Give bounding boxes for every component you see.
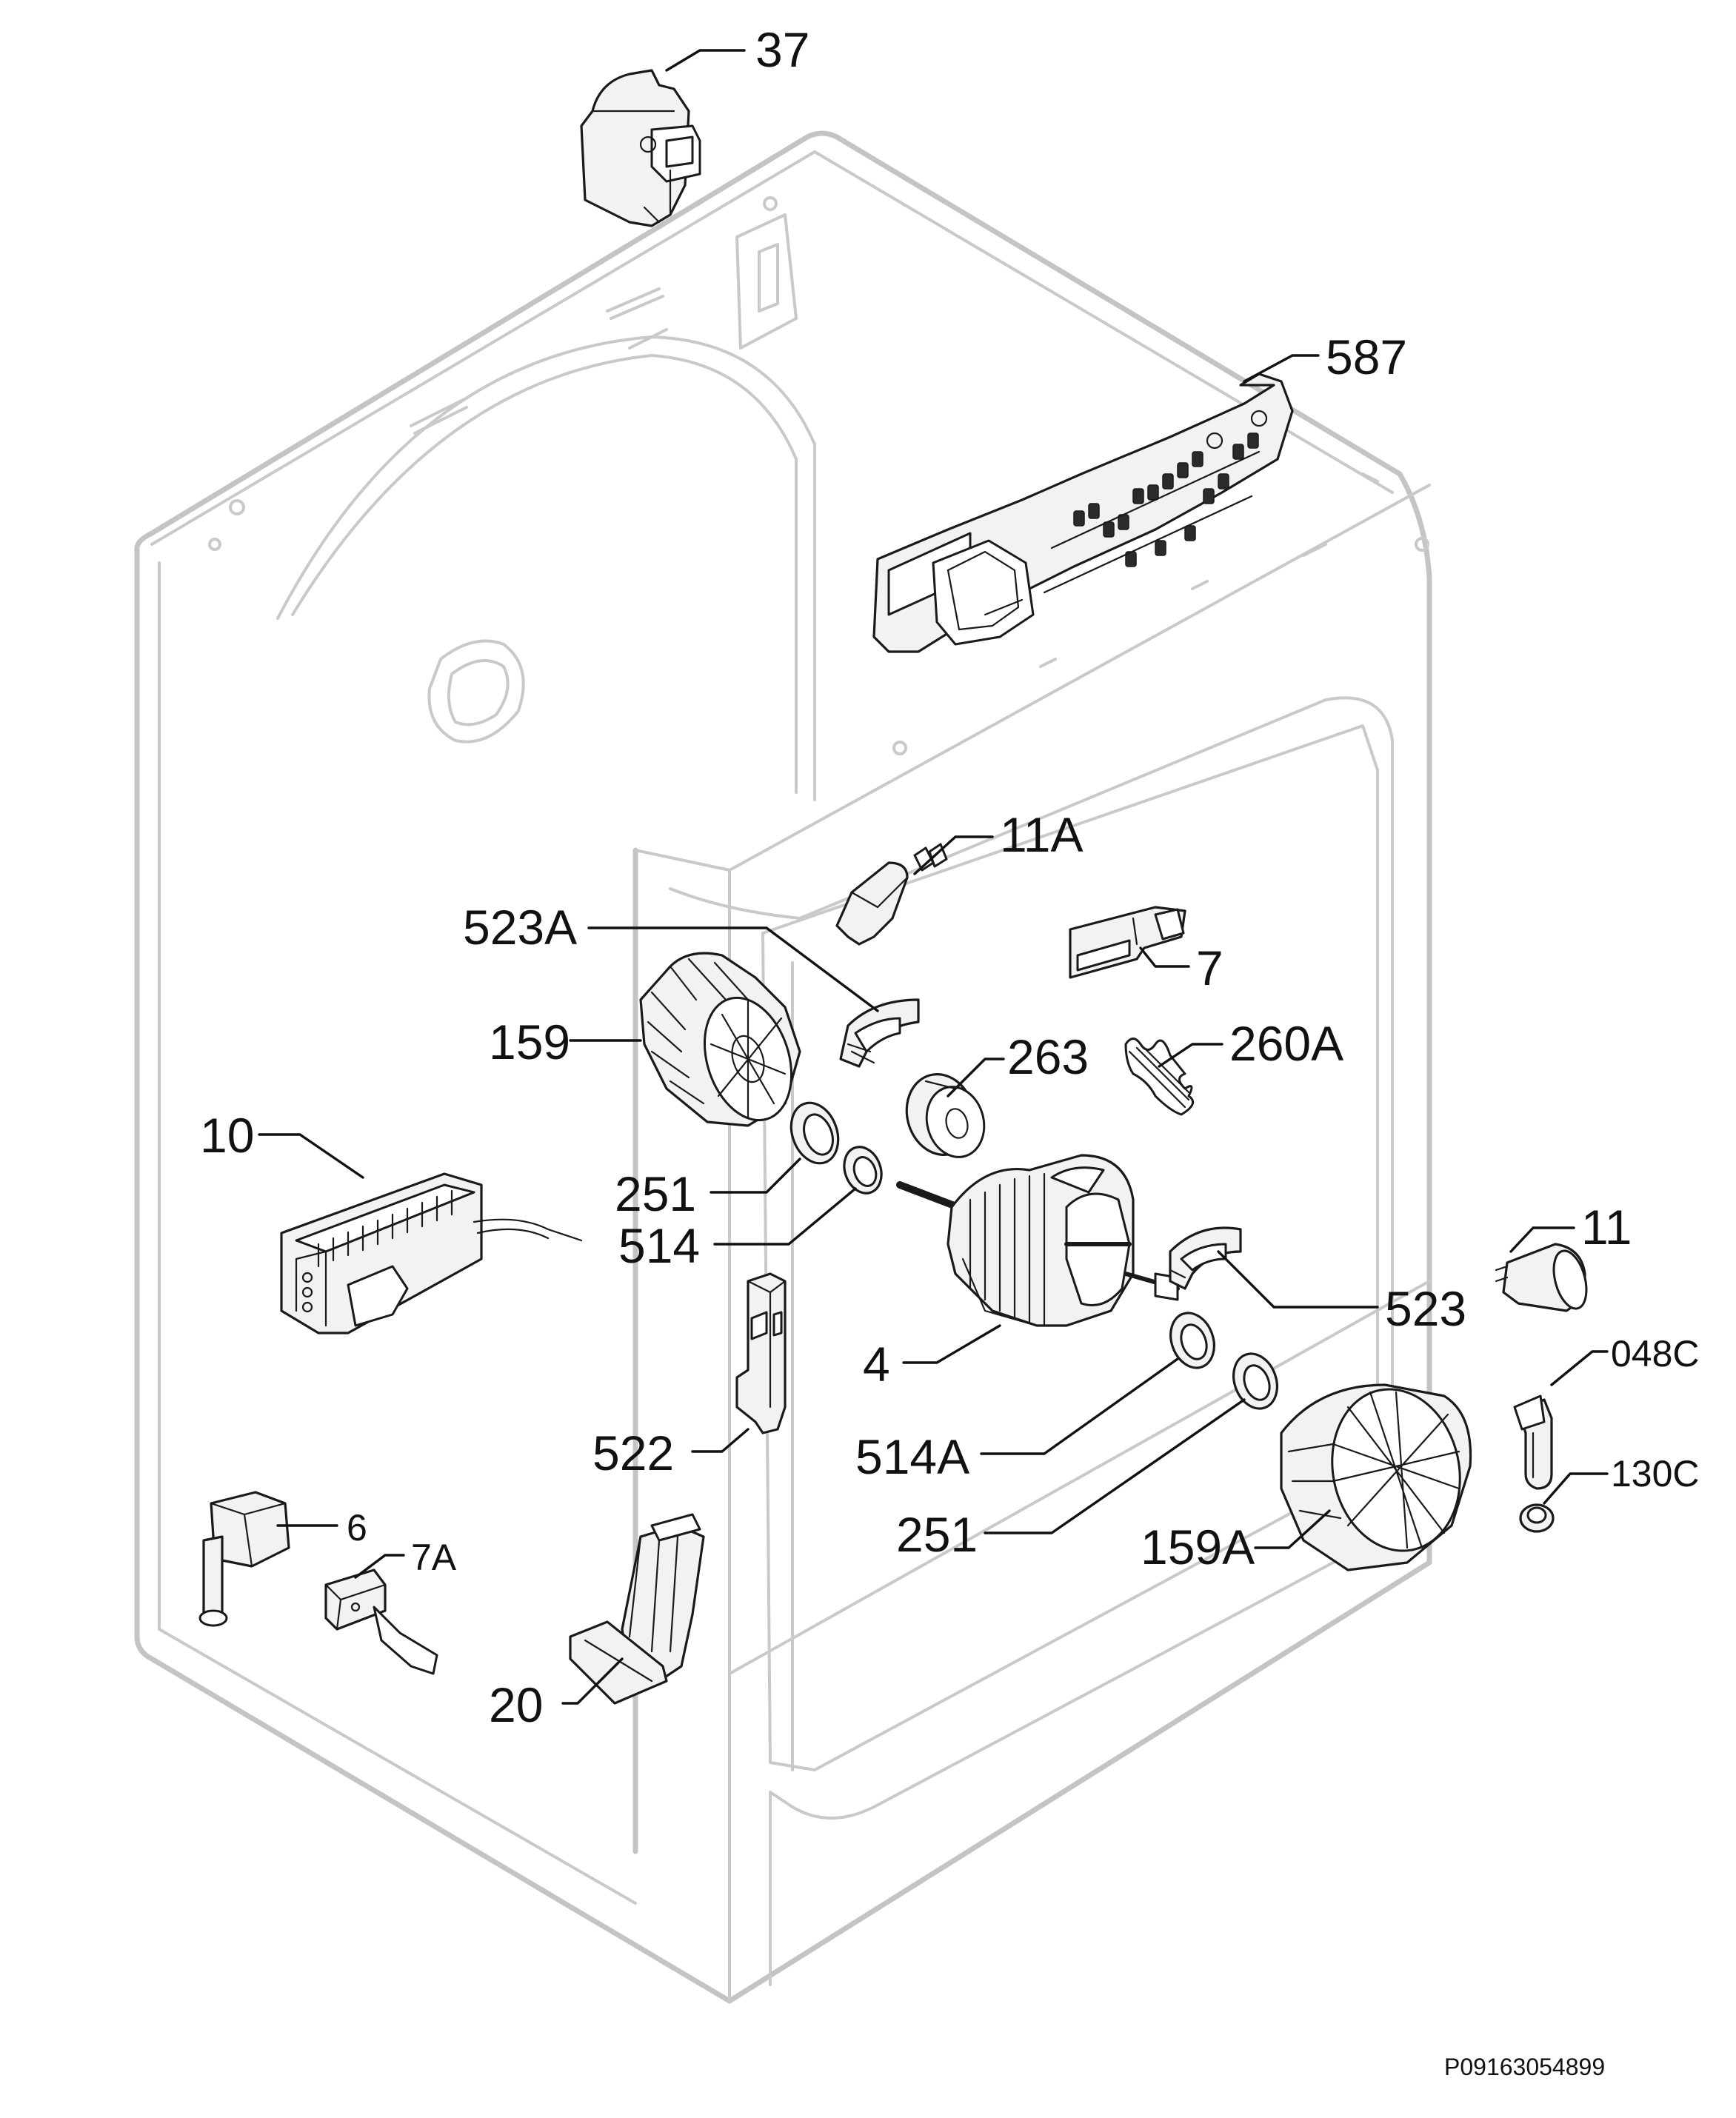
part-130c-grommet xyxy=(1519,1503,1555,1533)
label-587: 587 xyxy=(1326,330,1407,384)
label-130c: 130C xyxy=(1611,1453,1700,1494)
label-7a: 7A xyxy=(411,1537,457,1578)
part-514-bearing-ring-upper xyxy=(843,1146,883,1195)
label-251-lower: 251 xyxy=(896,1507,978,1562)
label-514: 514 xyxy=(618,1218,700,1273)
part-523-bracket xyxy=(1169,1226,1242,1290)
part-251-seal-ring-upper xyxy=(789,1101,840,1165)
label-522: 522 xyxy=(592,1426,674,1480)
part-7-door-switch xyxy=(1069,906,1186,979)
part-514a-bearing-ring xyxy=(1169,1312,1215,1369)
label-11: 11 xyxy=(1581,1200,1632,1255)
part-523a-bracket xyxy=(839,998,920,1068)
part-6-filter xyxy=(198,1491,290,1627)
label-20: 20 xyxy=(489,1677,543,1732)
label-523: 523 xyxy=(1385,1281,1466,1336)
part-048c-sensor xyxy=(1513,1394,1553,1490)
part-263-pulley xyxy=(905,1073,986,1158)
part-7a-micro-switch xyxy=(324,1569,438,1675)
part-251-seal-ring-lower xyxy=(1232,1352,1278,1410)
part-4-motor xyxy=(896,1154,1180,1327)
part-11-capacitor xyxy=(1495,1243,1588,1312)
reference-code: P09163054899 xyxy=(1444,2054,1605,2080)
label-514a: 514A xyxy=(855,1429,969,1484)
part-159a-fan-wheel xyxy=(1280,1383,1472,1571)
dryer-cabinet xyxy=(134,130,1432,2004)
label-048c: 048C xyxy=(1611,1333,1700,1374)
label-159: 159 xyxy=(489,1015,570,1069)
label-159a: 159A xyxy=(1141,1520,1255,1574)
label-6: 6 xyxy=(347,1507,367,1549)
label-260a: 260A xyxy=(1229,1016,1343,1071)
label-251-upper: 251 xyxy=(615,1166,696,1221)
part-159-fan-wheel xyxy=(639,952,801,1127)
part-522-sensor-bracket xyxy=(735,1272,787,1434)
part-587-control-board xyxy=(872,373,1294,653)
label-4: 4 xyxy=(863,1337,890,1392)
label-37: 37 xyxy=(755,22,809,77)
leader-lines xyxy=(258,49,1609,1705)
part-37-door-interlock xyxy=(580,69,701,227)
label-7: 7 xyxy=(1196,941,1223,995)
part-labels: 37 587 11A 7 523A 159 263 260A 10 251 51… xyxy=(200,22,1700,1732)
part-260a-spring xyxy=(1124,1038,1195,1116)
label-11a: 11A xyxy=(1000,807,1084,862)
label-10: 10 xyxy=(200,1108,254,1163)
label-523a: 523A xyxy=(463,900,577,955)
part-10-heater-element xyxy=(280,1172,583,1334)
label-263: 263 xyxy=(1007,1029,1089,1084)
